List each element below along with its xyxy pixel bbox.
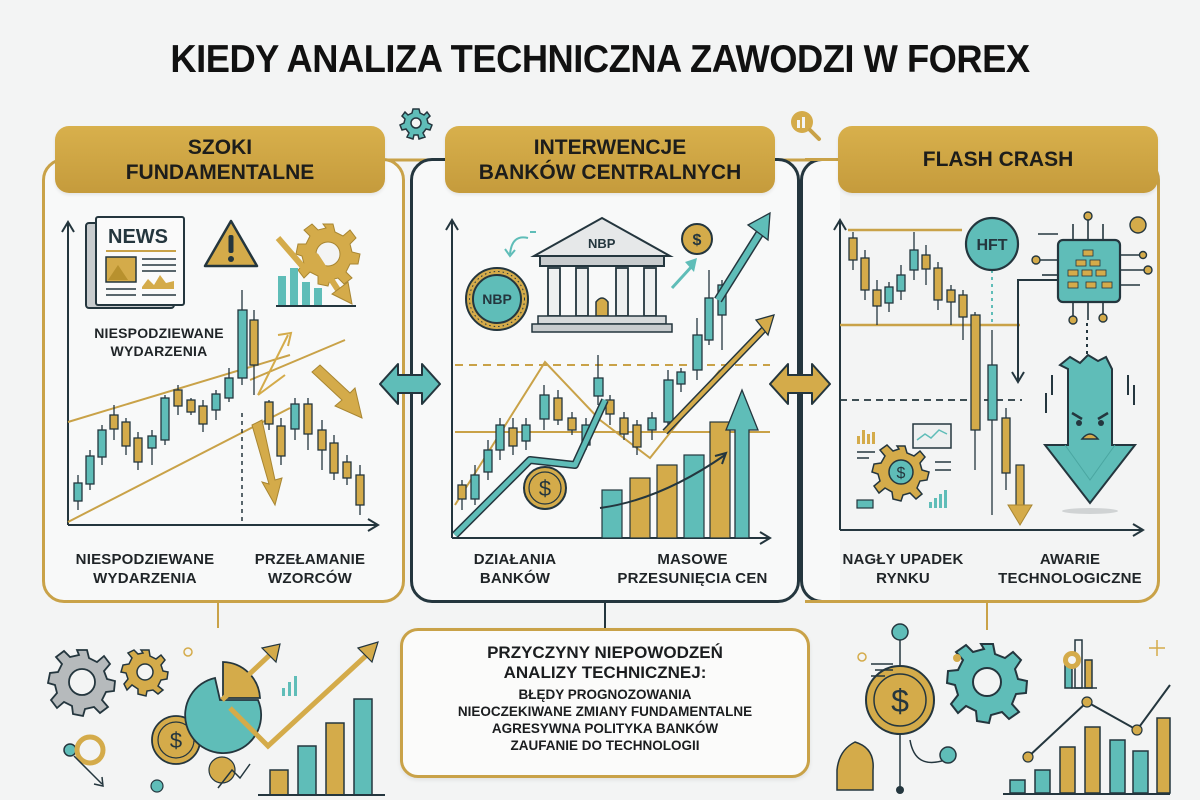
cycle-arrow-icon [504, 231, 536, 258]
summary-list: BŁĘDY PROGNOZOWANIA NIEOCZEKIWANE ZMIANY… [403, 686, 807, 754]
nbp-coin-icon: NBP [465, 267, 529, 331]
label-technological-failures: AWARIE TECHNOLOGICZNE [998, 551, 1142, 587]
label-pattern-breaking: PRZEŁAMANIE WZORCÓW [254, 551, 366, 587]
label-unexpected-events: NIESPODZIEWANE WYDARZENIA [75, 551, 215, 587]
double-arrow-left-connector-icon [379, 363, 441, 405]
bottom-right-illustration: $ [836, 623, 1171, 795]
gear-icon [399, 108, 433, 140]
bank-icon: NBP [530, 216, 674, 333]
summary-item: NIEOCZEKIWANE ZMIANY FUNDAMENTALNE [457, 704, 753, 719]
bank-label: NBP [588, 236, 616, 251]
svg-text:$: $ [170, 728, 182, 753]
dollar-coin-large-icon: $ [523, 466, 567, 510]
circuit-chip-icon [1031, 211, 1153, 325]
svg-text:$: $ [891, 683, 909, 719]
label-sudden-market-crash: NAGŁY UPADEK RYNKU [842, 551, 964, 587]
panel-header-flash-crash: FLASH CRASH [838, 126, 1158, 193]
summary-title: PRZYCZYNY NIEPOWODZEŃ ANALIZY TECHNICZNE… [487, 643, 723, 682]
label-bank-actions: DZIAŁANIA BANKÓW [473, 551, 557, 587]
svg-text:$: $ [539, 476, 551, 501]
double-arrow-right-connector-icon [769, 363, 831, 405]
panel-header-fundamental-shocks: SZOKI FUNDAMENTALNE [55, 126, 385, 193]
hft-badge-icon: HFT [964, 216, 1020, 272]
newspaper-icon: NEWS [85, 216, 185, 309]
newspaper-label: NEWS [108, 226, 168, 248]
summary-item: BŁĘDY PROGNOZOWANIA [518, 687, 692, 702]
inner-label-unexpected-events: NIESPODZIEWANE WYDARZENIA [94, 325, 224, 359]
dollar-coin-icon: $ [681, 223, 713, 255]
svg-text:$: $ [693, 232, 702, 249]
angry-down-arrow-icon [1042, 353, 1138, 514]
gear-falling-chart-icon [275, 223, 361, 307]
page-title: KIEDY ANALIZA TECHNICZNA ZAWODZI W FOREX [170, 38, 1030, 81]
svg-text:$: $ [897, 465, 906, 482]
summary-box: PRZYCZYNY NIEPOWODZEŃ ANALIZY TECHNICZNE… [400, 628, 810, 778]
hft-label: HFT [976, 237, 1007, 254]
coin-label: NBP [482, 291, 512, 307]
bottom-left-illustration: $ [46, 641, 385, 796]
magnifier-chart-icon [791, 111, 821, 141]
panel-header-central-bank-interventions: INTERWENCJE BANKÓW CENTRALNYCH [445, 126, 775, 193]
summary-item: ZAUFANIE DO TECHNOLOGII [510, 738, 700, 753]
warning-icon [203, 219, 259, 268]
label-mass-price-shifts: MASOWE PRZESUNIĘCIA CEN [617, 551, 768, 587]
summary-item: AGRESYWNA POLITYKA BANKÓW [491, 721, 719, 736]
gear-dollar-dashboard-icon: $ [856, 423, 952, 509]
